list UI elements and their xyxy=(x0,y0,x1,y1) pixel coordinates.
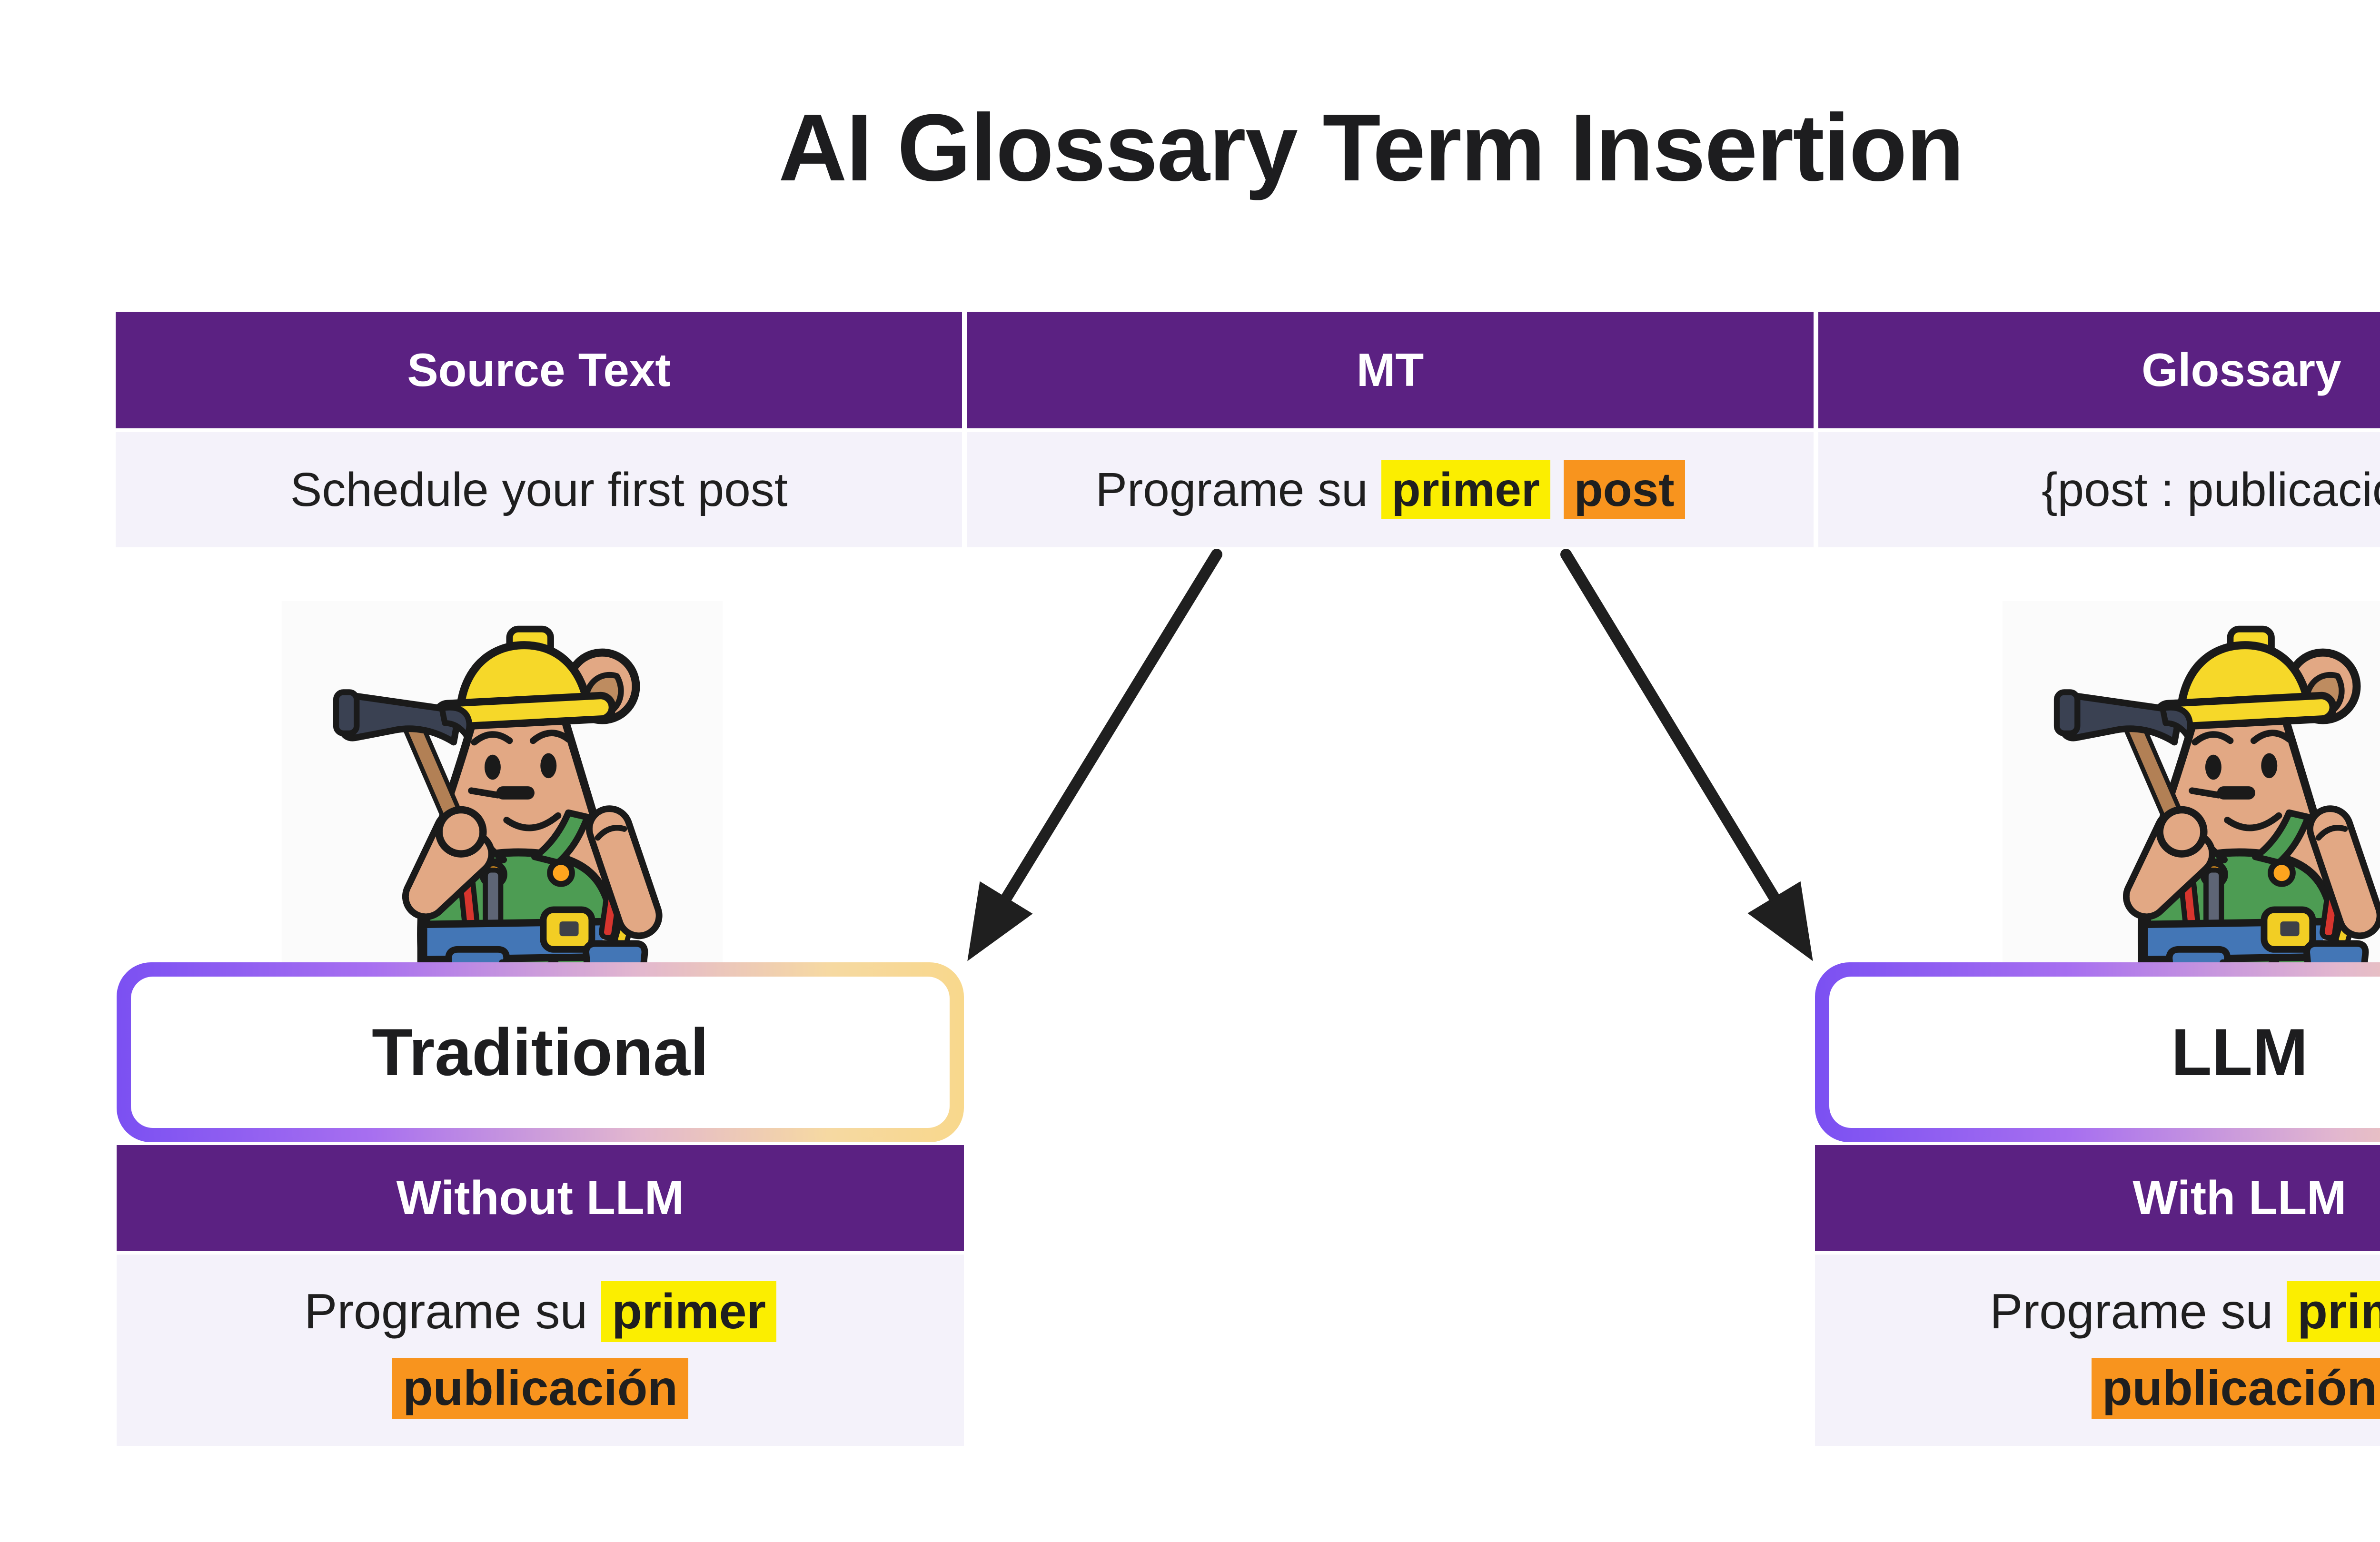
mt-text-value: Programe su primer post xyxy=(1095,460,1685,519)
with-llm-bar: With LLM xyxy=(1815,1145,2380,1251)
builder-bear-hammer-icon xyxy=(2002,601,2380,969)
text-segment: Programe su xyxy=(304,1284,602,1339)
cell-glossary: {post : publicación} xyxy=(1818,432,2380,547)
arrow-to-llm xyxy=(1560,549,1813,961)
result-line: publicación xyxy=(392,1350,688,1427)
header-glossary: Glossary xyxy=(1818,312,2380,428)
mascot-builder-bear-left xyxy=(281,601,724,969)
result-line: Programe su primera xyxy=(1990,1274,2380,1350)
without-llm-bar: Without LLM xyxy=(117,1145,964,1251)
text-segment: {post : publicación} xyxy=(2042,463,2380,516)
panel-traditional: Traditional Without LLM Programe su prim… xyxy=(117,962,964,1446)
result-with-llm: Programe su primera publicación xyxy=(1815,1255,2380,1446)
highlighted-term: post xyxy=(1563,460,1685,519)
arrow-to-traditional xyxy=(967,549,1222,961)
panel-llm: LLM With LLM Programe su primera publica… xyxy=(1815,962,2380,1446)
cell-mt: Programe su primer post xyxy=(967,432,1814,547)
highlighted-term: primer xyxy=(1381,460,1550,519)
text-segment: Schedule your first post xyxy=(290,463,788,516)
builder-bear-hammer-icon xyxy=(281,601,724,969)
llm-box-label: LLM xyxy=(1829,977,2380,1128)
highlighted-term: publicación xyxy=(2092,1358,2380,1419)
source-text-value: Schedule your first post xyxy=(290,463,788,517)
llm-box: LLM xyxy=(1815,962,2380,1142)
page-title: AI Glossary Term Insertion xyxy=(778,95,1964,201)
glossary-text-value: {post : publicación} xyxy=(2042,463,2380,517)
traditional-box: Traditional xyxy=(117,962,964,1142)
text-segment: Programe su xyxy=(1095,463,1381,516)
result-line: publicación xyxy=(2092,1350,2380,1427)
mascot-builder-bear-right xyxy=(2002,601,2380,969)
cell-source-text: Schedule your first post xyxy=(116,432,962,547)
highlighted-term: publicación xyxy=(392,1358,688,1419)
text-segment: Programe su xyxy=(1990,1284,2287,1339)
result-line: Programe su primer xyxy=(304,1274,776,1350)
header-source-text: Source Text xyxy=(116,312,962,428)
text-segment xyxy=(1550,463,1564,516)
highlighted-term: primera xyxy=(2287,1281,2380,1342)
header-mt: MT xyxy=(967,312,1814,428)
comparison-table: Source Text MT Glossary Schedule your fi… xyxy=(116,312,2380,547)
traditional-box-label: Traditional xyxy=(131,977,950,1128)
result-without-llm: Programe su primer publicación xyxy=(117,1255,964,1446)
highlighted-term: primer xyxy=(601,1281,776,1342)
